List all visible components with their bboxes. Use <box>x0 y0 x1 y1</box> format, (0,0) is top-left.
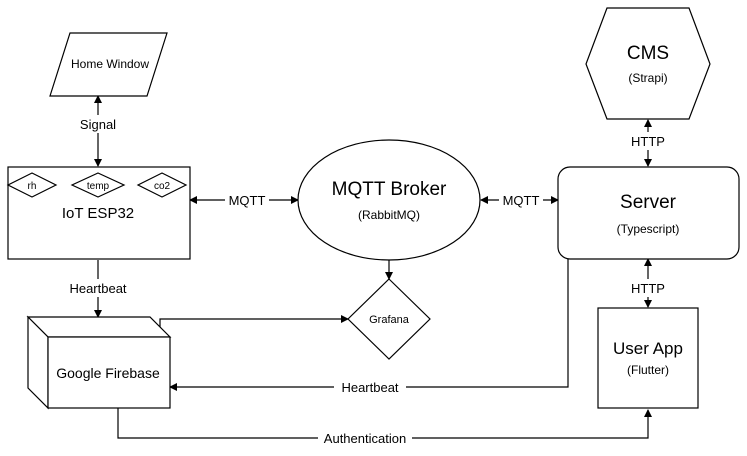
edge-label-mqtt-left: MQTT <box>229 193 266 208</box>
server-subtitle: (Typescript) <box>617 222 680 236</box>
edge-label-http-top: HTTP <box>631 134 665 149</box>
user-app-node: User App (Flutter) <box>597 307 699 409</box>
grafana-label: Grafana <box>369 314 410 326</box>
server-node: Server (Typescript) <box>557 166 740 260</box>
user-app-subtitle: (Flutter) <box>627 363 669 377</box>
google-firebase-node: Google Firebase <box>26 315 172 410</box>
user-app-title: User App <box>613 339 683 358</box>
edge-label-mqtt-right: MQTT <box>503 193 540 208</box>
cms-title: CMS <box>627 43 669 64</box>
cms-subtitle: (Strapi) <box>628 71 667 85</box>
edge-label-heartbeat-bottom: Heartbeat <box>341 380 398 395</box>
sensor-rh-label: rh <box>28 181 37 192</box>
iot-esp32-label: IoT ESP32 <box>62 205 134 222</box>
sensor-co2-diamond <box>136 172 188 198</box>
sensor-temp-label: temp <box>87 181 110 192</box>
grafana-node: Grafana <box>347 278 431 360</box>
server-title: Server <box>620 192 677 213</box>
mqtt-broker-title: MQTT Broker <box>332 179 447 200</box>
edge-label-authentication: Authentication <box>324 431 406 446</box>
sensor-co2-label: co2 <box>154 181 171 192</box>
sensor-temp-diamond <box>70 172 126 198</box>
edge-label-signal: Signal <box>80 117 116 132</box>
edge-firebase-grafana <box>159 315 349 331</box>
mqtt-broker-node: MQTT Broker (RabbitMQ) <box>297 139 481 261</box>
google-firebase-label: Google Firebase <box>56 365 160 381</box>
cms-node: CMS (Strapi) <box>585 7 711 120</box>
iot-esp32-node: rh temp co2 IoT ESP32 <box>6 166 191 260</box>
home-window-label: Home Window <box>71 57 149 71</box>
home-window-node: Home Window <box>49 32 168 97</box>
edge-heartbeat-bottom <box>169 259 569 391</box>
edge-label-heartbeat-down: Heartbeat <box>69 281 126 296</box>
sensor-rh-diamond <box>6 172 58 198</box>
mqtt-broker-subtitle: (RabbitMQ) <box>358 208 420 222</box>
edge-label-http-bottom: HTTP <box>631 281 665 296</box>
